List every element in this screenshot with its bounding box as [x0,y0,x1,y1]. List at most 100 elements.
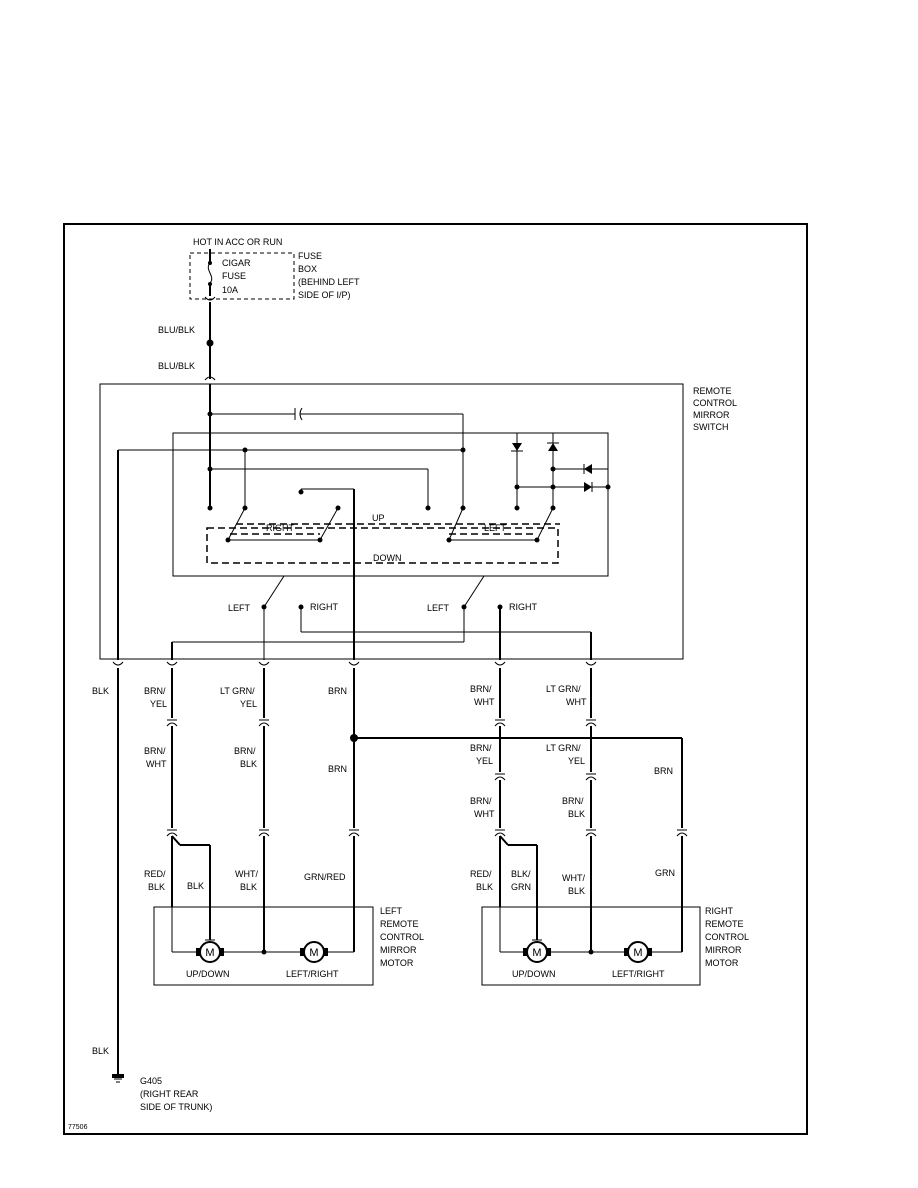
remote-control-mirror-switch: REMOTE CONTROL MIRROR SWITCH [99,383,737,660]
wire-label: LT GRN/ [220,686,255,696]
switch-name-1: REMOTE [693,386,732,396]
svg-text:M: M [205,947,214,959]
wire-label: BLK [148,882,165,892]
right-motor-box [481,906,701,986]
wire-label: BLK [476,882,493,892]
left-motor-name-4: MIRROR [380,945,417,955]
switch-label-right: RIGHT [266,523,295,533]
wire-label: BRN/ [234,746,256,756]
wire-label: YEL [476,756,493,766]
selector-left-1: LEFT [228,603,251,613]
wire-label: WHT [146,759,167,769]
wire-label: BLK [568,886,585,896]
left-mirror-motor: M M UP/DOWN LEFT/RIGHT LEFT REMOTE CONTR… [153,906,424,986]
motor-icon: M [196,939,224,963]
wire-label: BRN/ [470,743,492,753]
selector-right-2: RIGHT [509,602,538,612]
svg-text:M: M [633,947,642,959]
wire-label: WHT [566,697,587,707]
switch-label-left: LEFT [484,523,507,533]
wire-label: GRN [511,882,531,892]
wire-label: YEL [240,699,257,709]
wire-label-blk-bottom: BLK [92,1046,109,1056]
wire-label: BRN/ [144,686,166,696]
right-motor-name-1: RIGHT [705,906,734,916]
wire-label: WHT [474,809,495,819]
motor-icon: M [300,941,328,963]
right-motor-leftright: LEFT/RIGHT [612,969,665,979]
wire-label: BRN/ [470,796,492,806]
wire-label-blk-top: BLK [92,686,109,696]
fuse-word: FUSE [222,271,246,281]
selector-left-2: LEFT [427,603,450,613]
fusebox-label-2: BOX [298,264,317,274]
right-motor-name-3: CONTROL [705,932,749,942]
right-mirror-motor: M M UP/DOWN LEFT/RIGHT RIGHT REMOTE CONT… [481,906,749,986]
wire-label: GRN/RED [304,872,346,882]
wire-label: YEL [150,699,167,709]
wire-label: LT GRN/ [546,684,581,694]
fuse-rating: 10A [222,285,238,295]
left-motor-name-3: CONTROL [380,932,424,942]
left-motor-leftright: LEFT/RIGHT [286,969,339,979]
diagram-frame [63,223,808,1135]
diode-icon [584,464,592,474]
power-feed-wire: BLU/BLK BLU/BLK [158,302,216,381]
diode-icon [548,443,558,451]
diode-icon [584,482,592,492]
left-motor-updown: UP/DOWN [186,969,230,979]
wire-label: BRN [328,686,347,696]
wire-label: BRN/ [562,796,584,806]
left-motor-name-2: REMOTE [380,919,419,929]
ground-loc-1: (RIGHT REAR [140,1089,199,1099]
wire-label: BLK [240,882,257,892]
right-motor-name-2: REMOTE [705,919,744,929]
wire-label: WHT/ [562,873,585,883]
wire-label: BLK/ [511,869,531,879]
wire-label: LT GRN/ [546,743,581,753]
switch-name-3: MIRROR [693,410,730,420]
right-motor-name-5: MOTOR [705,958,739,968]
wire-label: RED/ [144,869,166,879]
harness-wires: BLK BLK BRN/ YEL BRN/ WHT RED/ BLK BLK L… [92,661,688,1075]
fuse-box-outline [189,252,295,300]
ground-g405: G405 (RIGHT REAR SIDE OF TRUNK) [112,1074,212,1112]
wire-label: BRN [654,766,673,776]
left-motor-name-1: LEFT [380,906,403,916]
wire-label: YEL [568,756,585,766]
ground-icon [112,1074,124,1083]
wire-label: RED/ [470,869,492,879]
left-motor-name-5: MOTOR [380,958,414,968]
wire-label-blu-blk-2: BLU/BLK [158,361,195,371]
left-motor-box [153,906,374,986]
switch-name-4: SWITCH [693,422,729,432]
figure-id: 77506 [68,1124,88,1131]
fuse-name: CIGAR [222,258,251,268]
hot-label: HOT IN ACC OR RUN [193,237,282,247]
fuse-box-section: HOT IN ACC OR RUN CIGAR FUSE 10A FUSE BO… [189,237,360,301]
selector-right-1: RIGHT [310,602,339,612]
switch-name-2: CONTROL [693,398,737,408]
switch-label-down: DOWN [373,553,402,563]
svg-text:M: M [532,947,541,959]
fusebox-label-3: (BEHIND LEFT [298,277,360,287]
fusebox-label-1: FUSE [298,251,322,261]
ground-id: G405 [140,1076,162,1086]
motor-icon: M [624,941,652,963]
fuse-icon [207,262,213,284]
wire-label: BRN/ [144,746,166,756]
wire-label: GRN [655,868,675,878]
wire-label: BLK [187,881,204,891]
switch-outline [99,383,684,660]
switch-label-up: UP [372,513,385,523]
svg-text:M: M [309,947,318,959]
wire-label: WHT/ [235,869,258,879]
wire-label-blu-blk-1: BLU/BLK [158,325,195,335]
right-motor-updown: UP/DOWN [512,969,556,979]
motor-icon: M [523,939,551,963]
wire-label: BLK [568,809,585,819]
wire-label: WHT [474,697,495,707]
wire-label: BRN/ [470,684,492,694]
right-motor-name-4: MIRROR [705,945,742,955]
